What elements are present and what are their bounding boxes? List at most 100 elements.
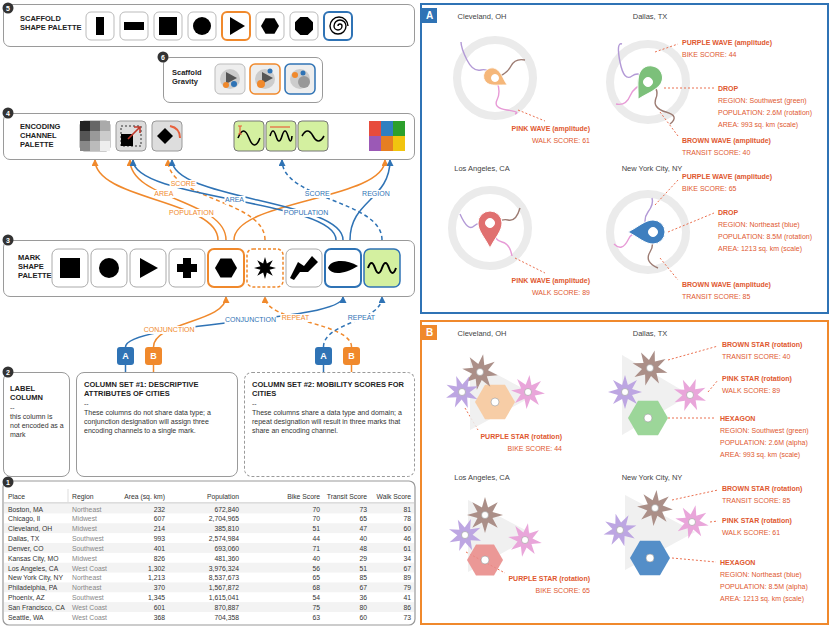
encoding-channel-tile — [121, 126, 141, 146]
edge-label: REGION — [361, 190, 391, 198]
star-glyph — [439, 369, 484, 414]
annotation-heading: PURPLE WAVE (amplitude) — [682, 173, 772, 180]
table-cell: West Coast — [72, 613, 107, 620]
encoding-channel-tile — [393, 121, 405, 136]
table-cell: 61 — [403, 544, 411, 551]
table-cell: Midwest — [72, 515, 97, 522]
gravity-tile — [290, 69, 310, 89]
encoding-channel-tile — [116, 121, 146, 151]
table-cell: 63 — [312, 613, 320, 620]
annotation-text: WALK SCORE: 89 — [532, 289, 590, 296]
table-cell: 1,345 — [148, 594, 165, 601]
annotation-heading: DROP — [718, 209, 738, 216]
annotation-heading: HEXAGON — [720, 415, 755, 422]
edge-label: CONJUNCTION — [224, 316, 277, 324]
annotation-text: BIKE SCORE: 65 — [682, 185, 736, 192]
encoding-channel-tile — [128, 127, 140, 139]
table-cell: 672,840 — [214, 505, 239, 512]
mark-shape-tile — [208, 249, 244, 287]
node-text: -- — [84, 399, 230, 408]
callout-number: 5 — [3, 3, 14, 14]
table-cell: West Coast — [72, 604, 107, 611]
encoding-channel-tile — [381, 136, 393, 151]
table-cell: 71 — [312, 544, 320, 551]
gravity-tile — [298, 76, 310, 88]
column-box: LABEL COLUMN--this column is not encoded… — [3, 372, 70, 477]
encoding-channel-tile — [393, 136, 405, 151]
table-header: Bike Score — [287, 493, 320, 500]
node-heading: SCAFFOLD SHAPE PALETTE — [20, 14, 84, 32]
table-cell: 80 — [359, 604, 367, 611]
leader-line — [672, 558, 716, 562]
star-glyph — [597, 507, 643, 553]
table-cell: 48 — [359, 544, 367, 551]
anchor-dot — [525, 389, 532, 396]
callout-number: 6 — [158, 52, 169, 63]
set-badge: B — [343, 347, 360, 365]
annotation-text: WALK SCORE: 61 — [722, 529, 780, 536]
table-frame — [3, 481, 415, 625]
anchor-dot — [462, 532, 469, 539]
mark-shape-tile — [52, 249, 88, 287]
edge-label: SCORE — [170, 180, 197, 188]
mark-shape-tile — [247, 249, 283, 287]
example-panel: A — [420, 3, 829, 314]
table-cell: Cleveland, OH — [8, 525, 52, 532]
wave-mark — [496, 82, 517, 114]
anchor-dot — [644, 414, 652, 422]
table-cell: Boston, MA — [8, 505, 43, 512]
mark-shape-tile — [368, 263, 396, 273]
encoding-channel-tile — [170, 126, 180, 138]
edge-label: POPULATION — [168, 209, 215, 217]
annotation-text: BIKE SCORE: 65 — [536, 587, 590, 594]
callout-number: 4 — [3, 108, 14, 119]
city-title: Cleveland, OH — [458, 12, 507, 21]
callout-number: 3 — [3, 235, 14, 246]
mark-shape-tile — [52, 249, 400, 287]
table-cell: 46 — [403, 535, 411, 542]
edge-label: SCORE — [304, 190, 331, 198]
annotation-text: POPULATION: 2.6M (alpha) — [720, 439, 808, 446]
leader-line — [668, 213, 714, 232]
node-text: this column is not encoded as a mark — [10, 412, 64, 439]
node-text: -- — [10, 403, 64, 412]
scaffold-shape-tile — [188, 12, 216, 40]
table-stripe — [4, 504, 414, 514]
node-heading: COLUMN SET #2: MOBILITY SCORES FOR CITIE… — [252, 380, 407, 399]
table-cell: 481,360 — [214, 554, 239, 561]
wave-mark — [460, 42, 674, 268]
encoding-channel-tile — [80, 141, 90, 151]
edge-label: AREA — [224, 196, 245, 204]
mark-shape-tile — [169, 249, 205, 287]
node-heading: B — [145, 347, 162, 365]
scaffold-shape-tile — [193, 17, 211, 35]
table-cell: 81 — [403, 505, 411, 512]
encoding-channel-tile — [238, 126, 242, 134]
table-cell: 826 — [154, 554, 165, 561]
annotation-heading: BROWN WAVE (amplitude) — [682, 137, 771, 144]
star-glyph — [510, 374, 547, 411]
table-cell: 67 — [403, 564, 411, 571]
mark-shape-tile — [286, 249, 322, 287]
annotation-text: AREA: 1213 sq. km (scale) — [720, 595, 804, 602]
encoding-channel-tile — [270, 131, 292, 141]
table-stripe — [4, 543, 414, 553]
gravity-tile — [250, 64, 280, 94]
table-cell: 47 — [359, 525, 367, 532]
city-title: Los Angeles, CA — [454, 164, 509, 173]
mark-shape-tile — [254, 257, 276, 279]
table-cell: 2,574,984 — [209, 535, 239, 542]
scaffold-ring — [610, 194, 686, 270]
anchor-dot — [652, 505, 659, 512]
anchor-dot — [477, 369, 484, 376]
star-glyph — [467, 497, 503, 533]
table-cell: 65 — [312, 574, 320, 581]
scaffold-shape-tile — [120, 12, 148, 40]
node-heading: COLUMN SET #1: DESCRIPTIVE ATTRIBUTES OF… — [84, 380, 230, 399]
gravity-tile — [215, 64, 315, 94]
table-cell: Philadelphia, PA — [8, 584, 57, 591]
table-cell: Midwest — [72, 554, 97, 561]
star-glyph — [443, 513, 487, 557]
